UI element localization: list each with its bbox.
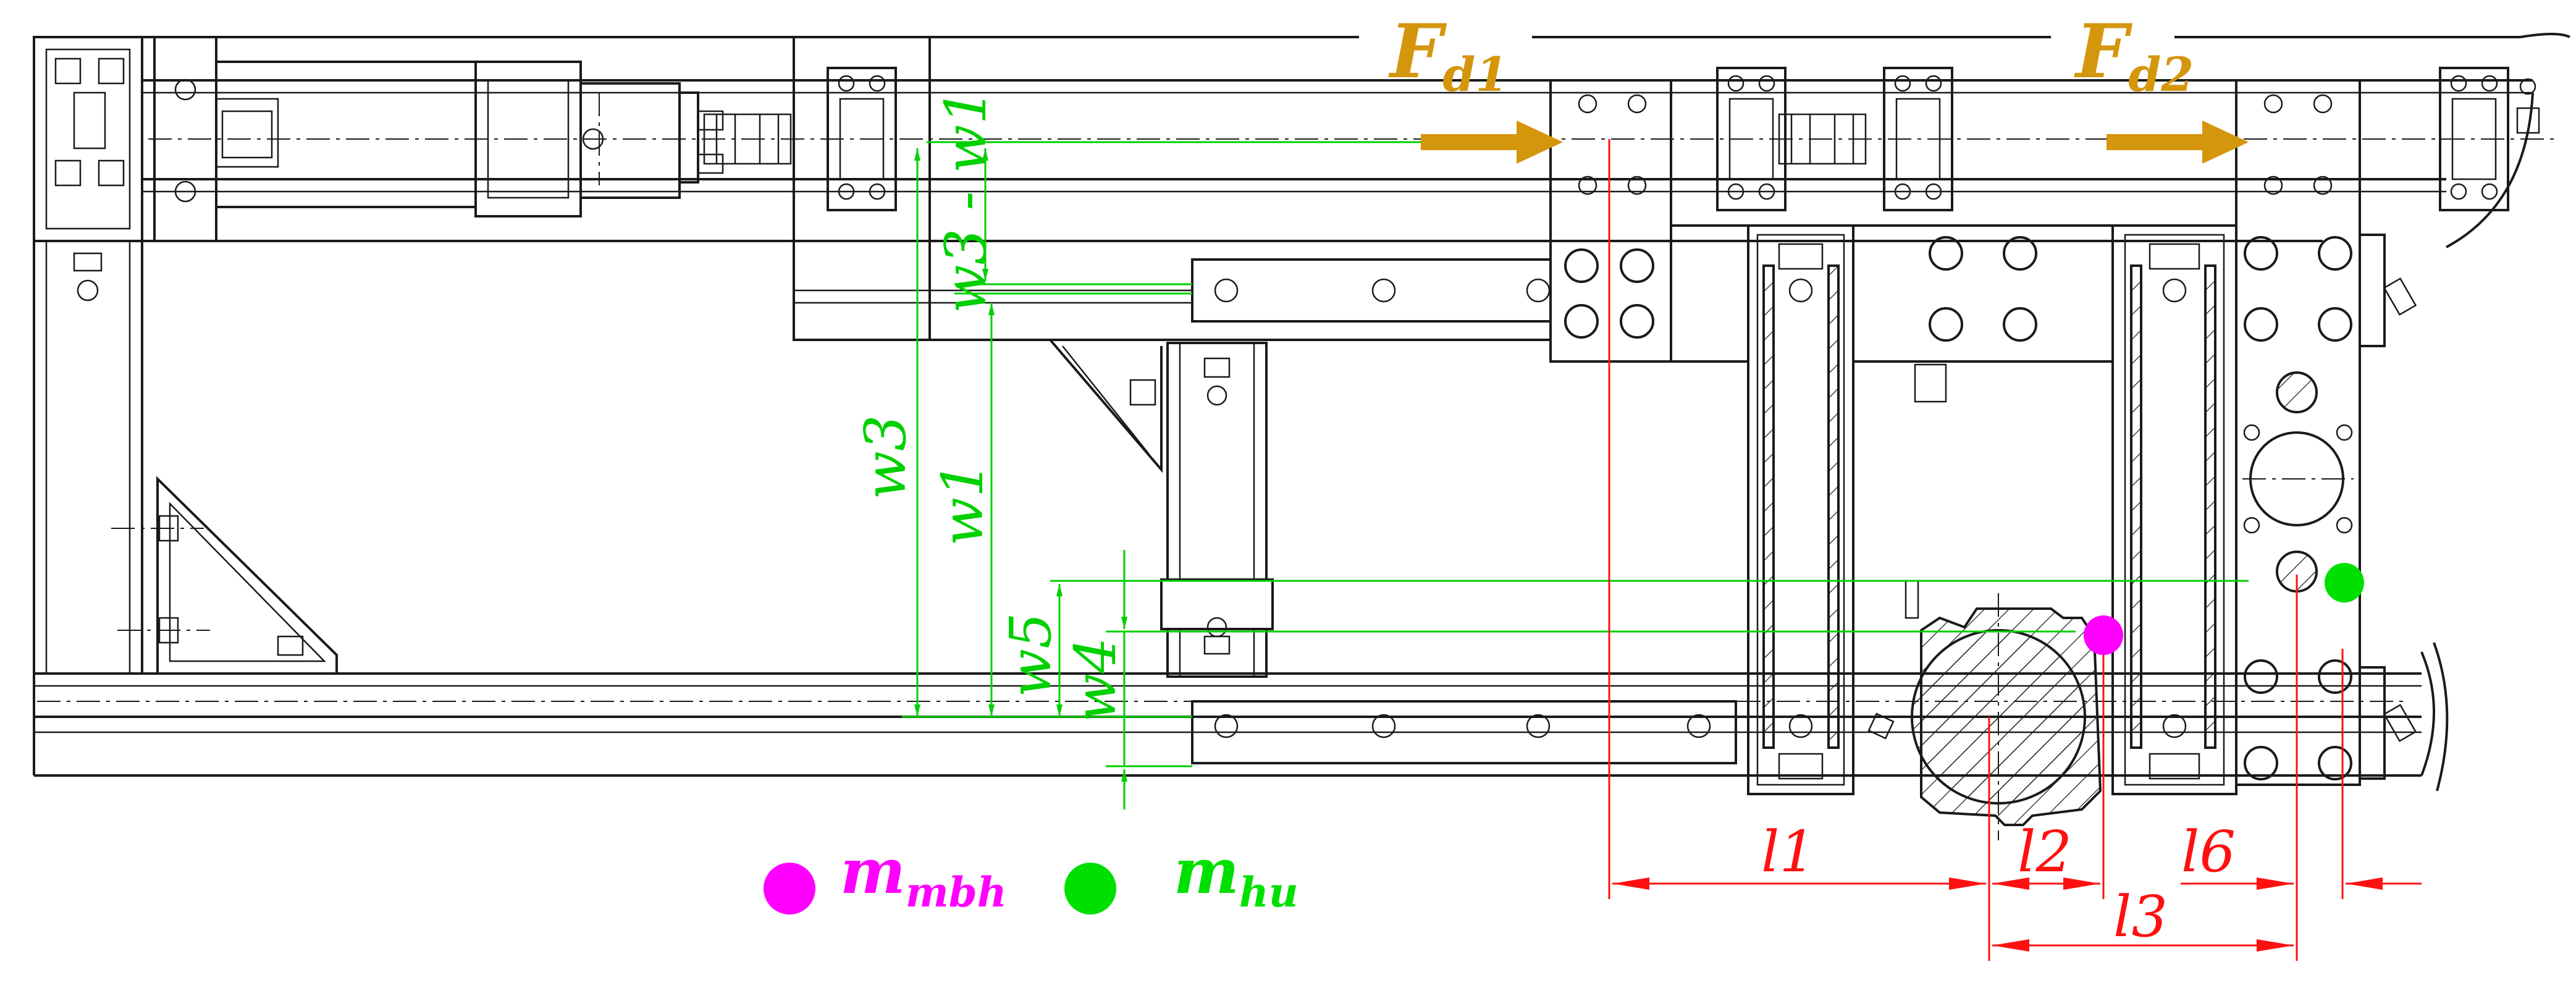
dim-l2: l2 [2018,819,2072,885]
legend-mbh-label: mmbh [840,835,1007,916]
dim-w1: w1 [930,461,996,546]
legend-hu-marker [1064,863,1116,915]
legend: mmbh mhu [764,835,1299,916]
dim-l1: l1 [1761,819,1816,885]
dim-w3-minus-w1: w3 - w1 [933,88,999,313]
bearing-blocks [703,67,2540,211]
vertical-dimensions: w3 - w1 w3 w1 w5 w4 [852,88,2249,809]
force-fd2-label: Fd2 [2074,8,2194,102]
linear-guides [1191,224,2237,795]
dim-l3: l3 [2113,884,2168,950]
legend-hu-label: mhu [1174,835,1299,916]
dim-l6: l6 [2181,819,2236,885]
legend-mbh-marker [764,863,815,915]
ball-nut-section [1867,593,2113,840]
force-fd1-label: Fd1 [1388,8,1508,102]
dim-w3: w3 [852,415,919,499]
dim-w5: w5 [998,612,1064,697]
horizontal-dimensions: l1 l2 l6 l3 [1608,139,2422,961]
mass-point-hu [2325,563,2364,602]
force-fd1: Fd1 [1388,8,1563,164]
dim-w4: w4 [1063,637,1129,722]
force-fd2: Fd2 [2074,8,2249,164]
mass-point-mbh [2084,615,2123,655]
